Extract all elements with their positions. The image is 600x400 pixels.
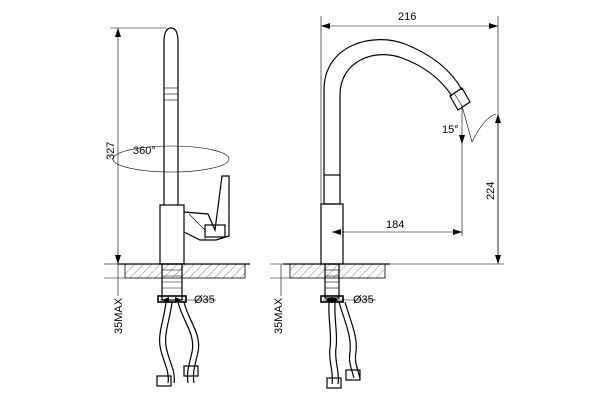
right-angle-marking: 15° [442, 105, 497, 144]
right-width-label: 216 [398, 11, 416, 23]
right-faucet-body [320, 39, 471, 265]
right-diameter-label: Ø35 [353, 294, 374, 306]
left-rotation-arc [112, 145, 230, 173]
left-countertop [124, 263, 246, 279]
right-view: 15° 216 [270, 11, 504, 389]
left-view: 360° 327 [104, 27, 250, 387]
left-mount-hardware [156, 263, 200, 387]
left-height-dimension: 327 [104, 27, 166, 265]
right-reach-dimension: 184 [332, 144, 463, 236]
right-diameter: Ø35 [323, 294, 376, 306]
right-mount-hardware [320, 263, 361, 389]
right-spout-height-dimension: 224 [385, 114, 504, 265]
left-diameter: Ø35 [160, 294, 216, 306]
right-spout-height-label: 224 [485, 182, 497, 200]
left-mount-label: 35MAX [113, 297, 125, 334]
left-height-label: 327 [105, 142, 117, 160]
right-mount-dimension: 35MAX [270, 263, 290, 334]
left-mount-dimension: 35MAX [104, 264, 125, 334]
right-angle-label: 15° [442, 124, 459, 136]
right-reach-label: 184 [386, 219, 404, 231]
right-mount-label: 35MAX [273, 297, 285, 334]
left-rotation-label: 360° [133, 145, 156, 157]
left-diameter-label: Ø35 [194, 294, 215, 306]
